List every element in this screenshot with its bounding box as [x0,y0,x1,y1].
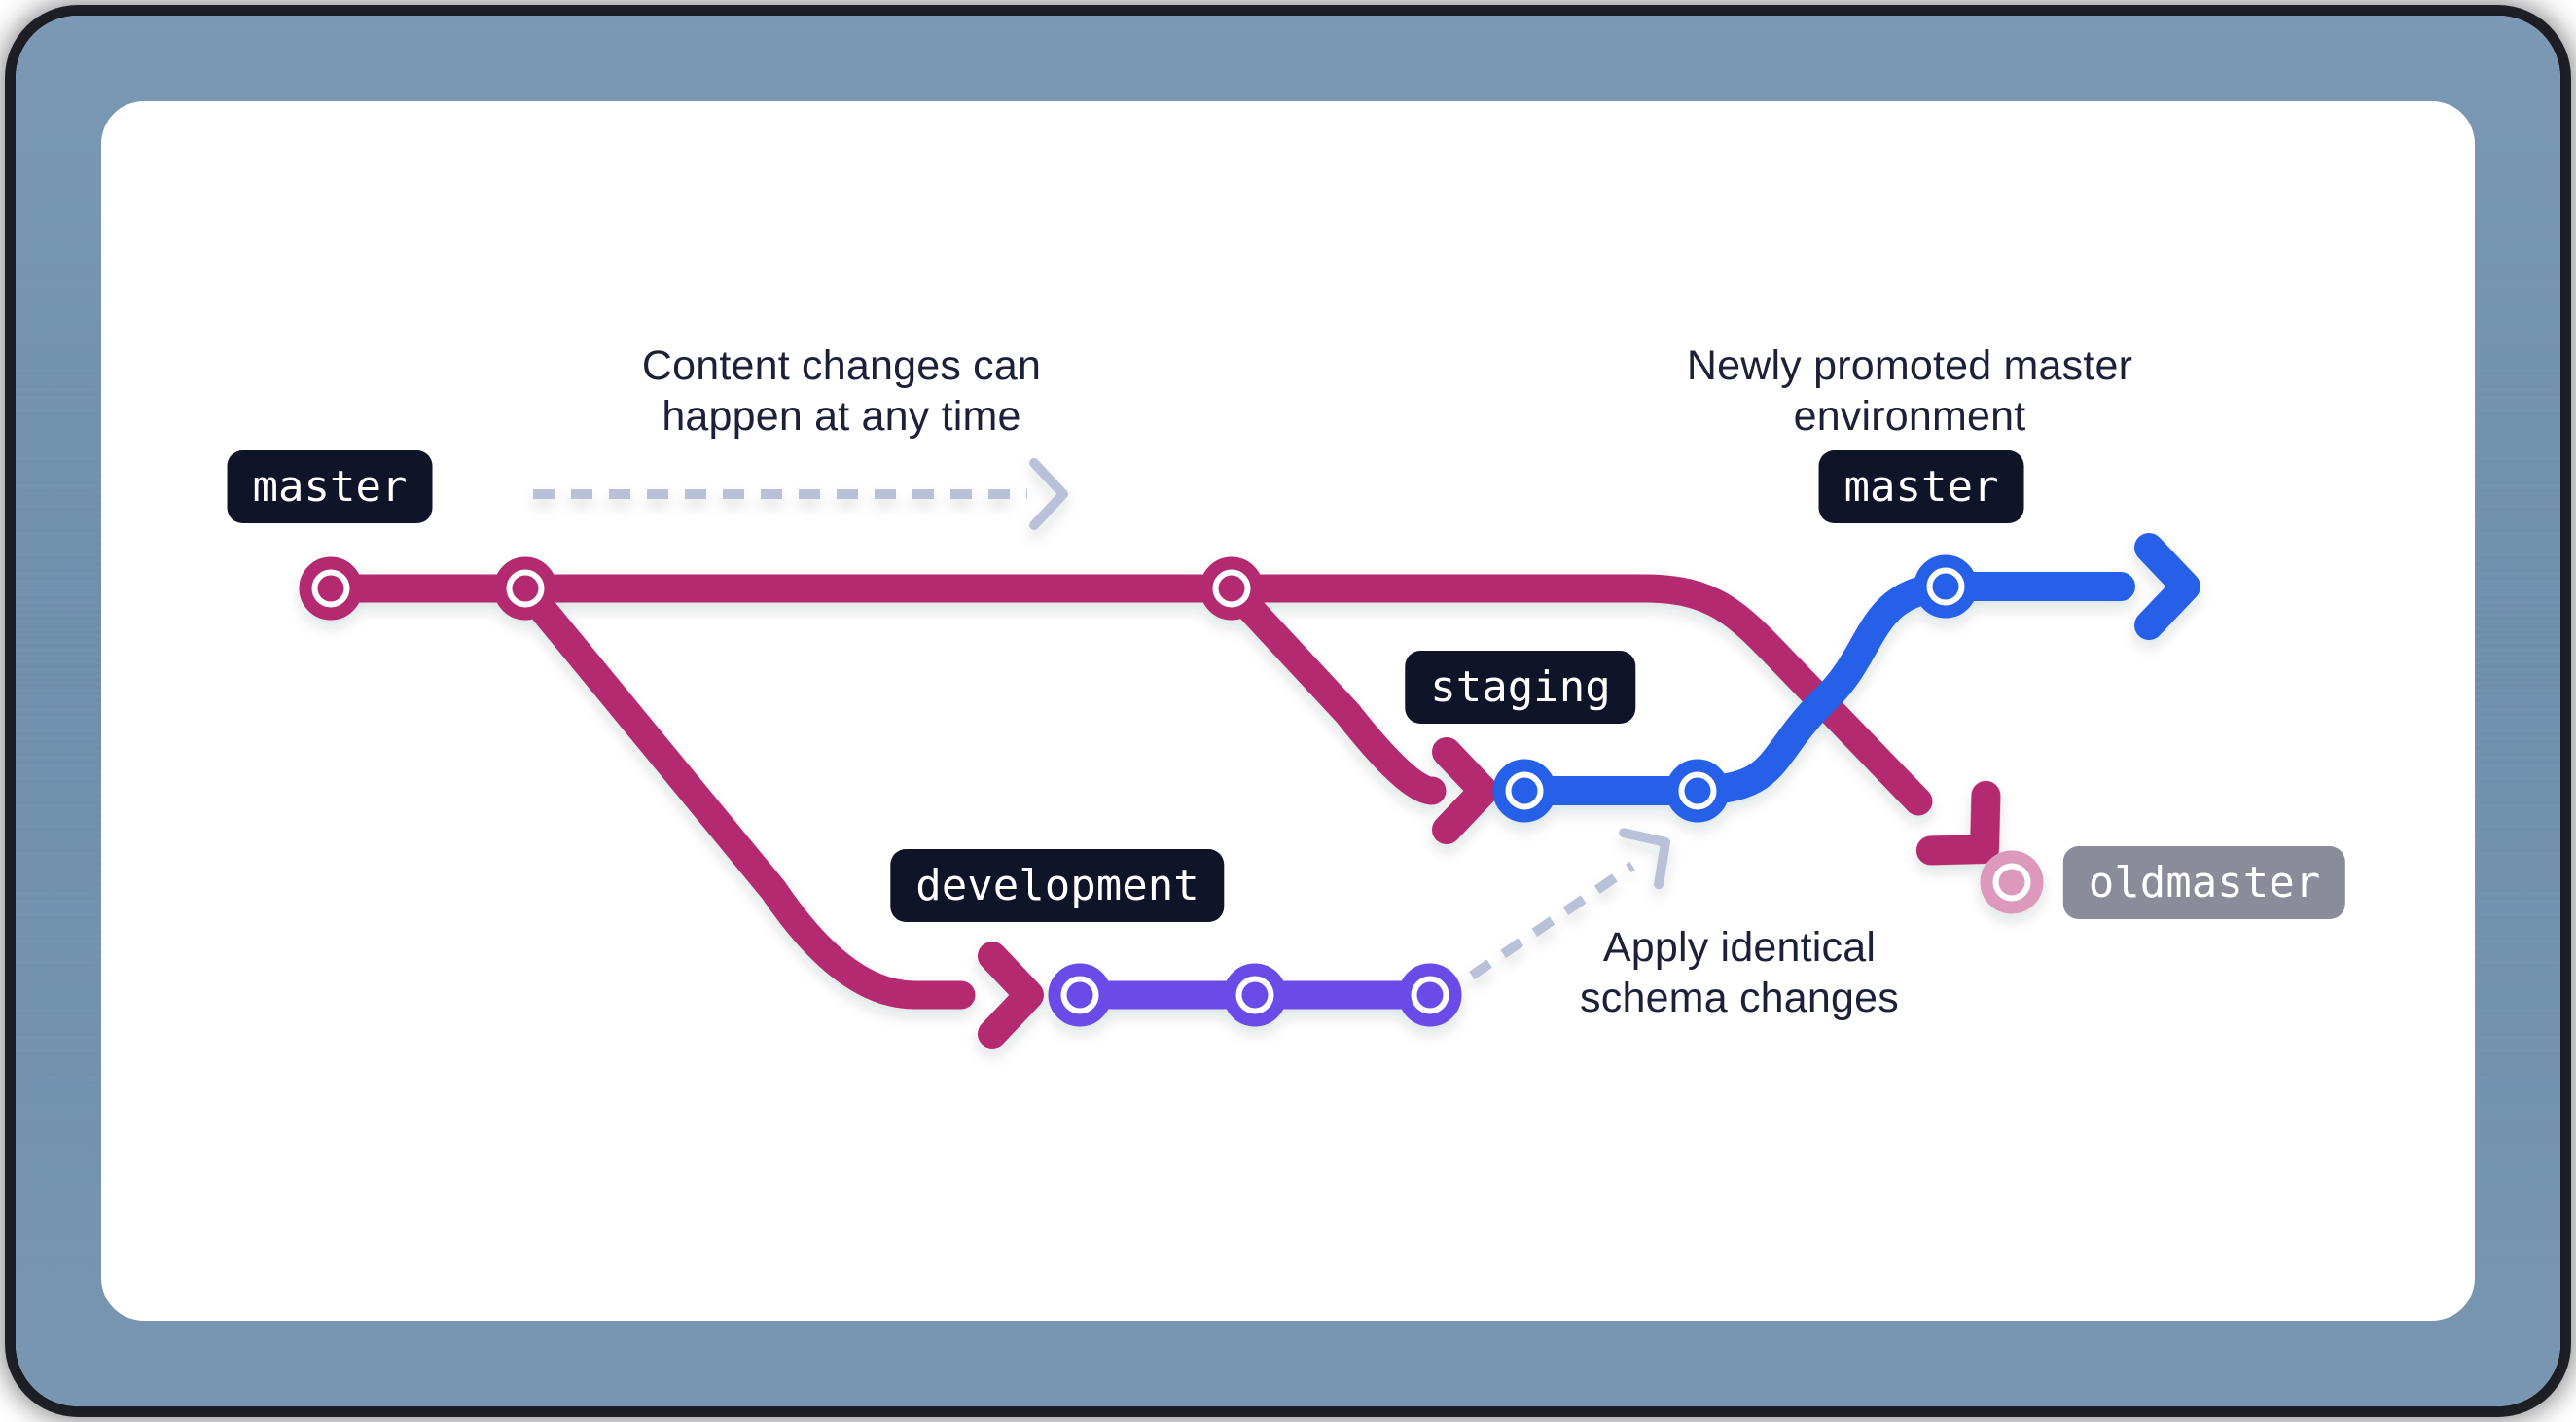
master-pink-line [316,574,2001,866]
development-commit-3 [1398,963,1462,1027]
branch-to-staging [1217,574,1498,844]
master-commit-2 [493,556,557,621]
content-changes-note: Content changes can happen at any time [641,342,1042,440]
staging-commit-2 [1665,759,1730,823]
master-commit-1 [299,556,363,621]
apply-schema-dashed-arrow [1469,828,1670,980]
diagram-panel [101,101,2475,1321]
outer-frame [16,16,2560,1406]
content-changes-dashed-arrow [533,458,1068,530]
branch-label-oldmaster: oldmaster [2062,846,2346,919]
development-commit-1 [1048,963,1112,1027]
dashed-arrowhead-icon [1619,828,1670,890]
branch-label-development: development [890,849,1225,922]
branch-label-master-right: master [1818,450,2024,523]
arrowhead-icon [1915,780,2001,866]
branch-label-master-left: master [227,450,433,523]
dashed-arrowhead-icon [1029,458,1068,530]
arrowhead-icon [978,942,1044,1049]
oldmaster-commit [1980,850,2044,914]
master-commit-3 [1199,556,1264,621]
arrowhead-icon [1432,737,1498,844]
arrowhead-icon [2134,533,2200,640]
branch-label-staging: staging [1405,651,1636,724]
staging-master-blue-line [1510,533,2200,805]
branch-to-development [511,574,1044,1049]
staging-commit-1 [1492,759,1556,823]
apply-schema-note: Apply identical schema changes [1580,924,1899,1021]
development-commit-2 [1223,963,1287,1027]
new-master-commit [1914,554,1978,619]
newly-promoted-note: Newly promoted master environment [1686,342,2133,440]
